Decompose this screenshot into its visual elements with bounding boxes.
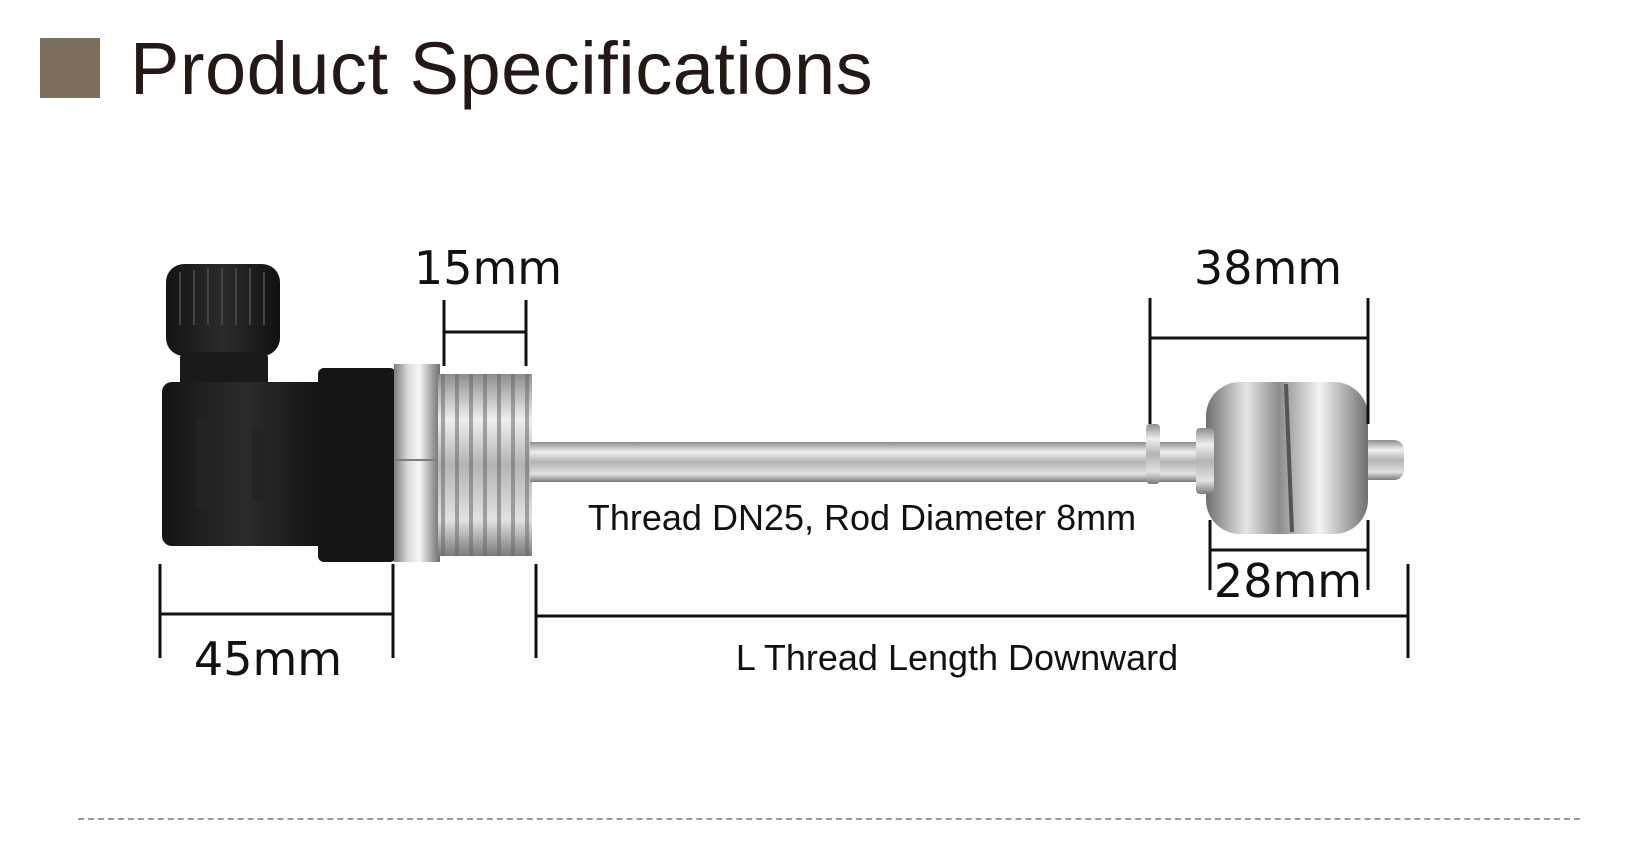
- dimension-labels: 15mm 38mm 45mm 28mm Thread DN25, Rod Dia…: [194, 241, 1362, 686]
- dimension-lines: [158, 298, 1410, 658]
- threaded-section: [438, 374, 532, 556]
- page-title: Product Specifications: [130, 27, 874, 110]
- dim-label-45mm: 45mm: [194, 632, 342, 686]
- hex-nut: [394, 364, 440, 562]
- dashed-divider: [78, 818, 1580, 820]
- dim-label-15mm: 15mm: [414, 241, 562, 295]
- cable-gland: [166, 264, 280, 392]
- header-accent-square: [40, 38, 100, 98]
- spec-label-l-length: L Thread Length Downward: [736, 637, 1178, 678]
- spec-label-thread-rod: Thread DN25, Rod Diameter 8mm: [588, 497, 1136, 538]
- stainless-rod: [530, 424, 1404, 484]
- junction-box: [162, 368, 396, 562]
- dim-label-38mm: 38mm: [1194, 241, 1342, 295]
- dim-label-28mm: 28mm: [1214, 554, 1362, 608]
- float-ball: [1196, 382, 1368, 534]
